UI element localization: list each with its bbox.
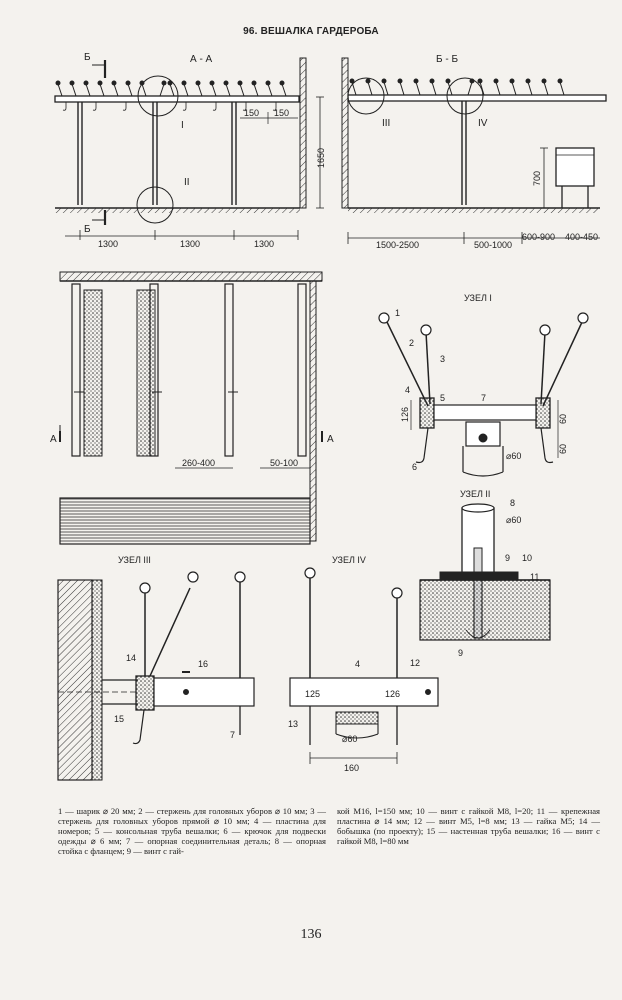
dim-1500-2500: 1500-2500	[376, 240, 419, 250]
part-12: 12	[410, 658, 420, 668]
part-16: 16	[198, 659, 208, 669]
dim-60-node1-a: 60	[558, 414, 568, 424]
node-iv-detail	[289, 567, 439, 764]
section-aa-title: А - А	[190, 54, 213, 65]
section-b-b	[341, 57, 607, 244]
dim-1300-a: 1300	[98, 239, 118, 249]
dim-126-node4: 126	[385, 689, 400, 699]
dim-700: 700	[532, 171, 542, 186]
cut-label-a-right: А	[327, 434, 334, 445]
dim-125: 125	[305, 689, 320, 699]
dim-150-b: 150	[274, 108, 289, 118]
roman-i-label: I	[181, 120, 184, 131]
part-9-bottom: 9	[458, 648, 463, 658]
part-6: 6	[412, 462, 417, 472]
page-number: 136	[300, 927, 322, 942]
part-10: 10	[522, 553, 532, 563]
dim-260-400: 260-400	[182, 458, 215, 468]
dim-126-node1: 126	[400, 407, 410, 422]
dim-600-900: 600-900	[522, 232, 555, 242]
dim-phi60-node2: ⌀60	[506, 515, 521, 525]
part-3: 3	[440, 354, 445, 364]
plan-view	[59, 271, 323, 545]
node-i-detail	[378, 312, 589, 477]
dim-1300-c: 1300	[254, 239, 274, 249]
part-4-node4: 4	[355, 659, 360, 669]
dim-150-a: 150	[244, 108, 259, 118]
roman-iii-label: III	[382, 118, 390, 129]
part-4: 4	[405, 385, 410, 395]
dim-400-450: 400-450	[565, 232, 598, 242]
dim-1300-b: 1300	[180, 239, 200, 249]
part-8: 8	[510, 498, 515, 508]
section-bb-title: Б - Б	[436, 54, 458, 65]
roman-ii-label: II	[184, 177, 190, 188]
cut-label-b-top: Б	[84, 52, 91, 63]
cut-label-a-left: А	[50, 434, 57, 445]
node-iii-detail	[57, 571, 255, 781]
node-iv-title: УЗЕЛ IV	[332, 555, 366, 565]
part-9-node2: 9	[505, 553, 510, 563]
part-1: 1	[395, 308, 400, 318]
page-title: 96. ВЕШАЛКА ГАРДЕРОБА	[243, 26, 379, 37]
caption-left: 1 — шарик ⌀ 20 мм; 2 — стержень для голо…	[58, 806, 326, 856]
part-14: 14	[126, 653, 136, 663]
node-ii-detail	[419, 503, 551, 641]
cut-label-b-bottom: Б	[84, 224, 91, 235]
dim-60-node1-b: 60	[558, 444, 568, 454]
node-ii-title: УЗЕЛ II	[460, 489, 490, 499]
node-i-title: УЗЕЛ I	[464, 293, 492, 303]
part-11: 11	[530, 572, 539, 582]
dim-500-1000: 500-1000	[474, 240, 512, 250]
part-7-node3: 7	[230, 730, 235, 740]
part-13: 13	[288, 719, 298, 729]
part-5: 5	[440, 393, 445, 403]
dim-phi60-node1: ⌀60	[506, 451, 521, 461]
dim-50-100: 50-100	[270, 458, 298, 468]
caption-right: кой М16, l=150 мм; 10 — винт с гайкой М8…	[337, 806, 600, 846]
section-a-a	[54, 57, 324, 240]
part-15: 15	[114, 714, 124, 724]
roman-iv-label: IV	[478, 118, 488, 129]
node-iii-title: УЗЕЛ III	[118, 555, 151, 565]
part-2: 2	[409, 338, 414, 348]
dim-160: 160	[344, 763, 359, 773]
dim-1650: 1650	[316, 148, 326, 168]
part-7: 7	[481, 393, 486, 403]
dim-phi60-node4: ⌀60	[342, 734, 357, 744]
